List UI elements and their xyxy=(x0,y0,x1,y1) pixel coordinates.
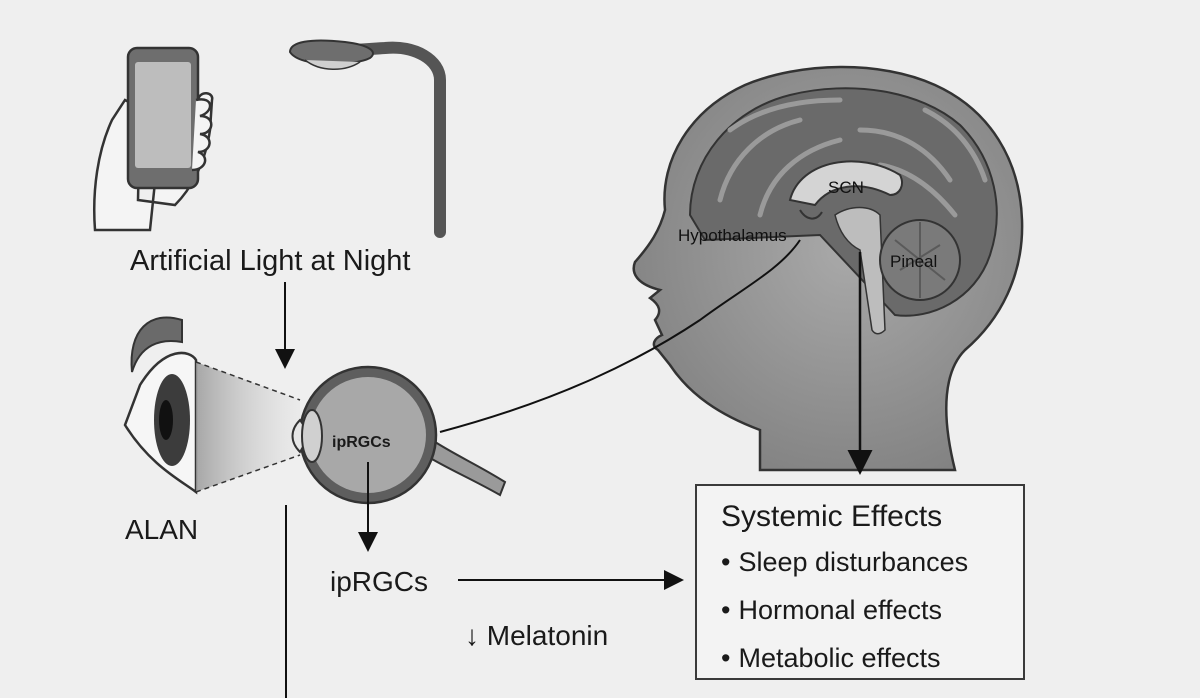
effect-item: Hormonal effects xyxy=(721,594,968,642)
scn-label: SCN xyxy=(828,178,864,197)
head-brain-icon xyxy=(632,65,1024,472)
light-beam xyxy=(196,362,300,492)
eye-icon xyxy=(123,316,198,495)
melatonin-label: ↓ Melatonin xyxy=(465,620,608,652)
melatonin-text: Melatonin xyxy=(486,620,609,651)
light-source-label: Artificial Light at Night xyxy=(130,245,411,277)
effect-item: Sleep disturbances xyxy=(721,546,968,594)
eye-cells-label: ipRGCs xyxy=(332,434,391,451)
beam-edge-top xyxy=(195,361,301,401)
systemic-effects-box: Systemic Effects Sleep disturbances Horm… xyxy=(695,484,1025,680)
streetlight-icon xyxy=(288,39,446,238)
down-arrow-icon: ↓ xyxy=(465,620,479,651)
effects-list: Sleep disturbances Hormonal effects Meta… xyxy=(721,546,968,690)
beam-edge-bottom xyxy=(195,454,301,493)
alan-label: ALAN xyxy=(125,514,199,545)
eyeball-cross-section-icon xyxy=(291,365,507,505)
effects-title: Systemic Effects xyxy=(721,500,943,533)
smartphone-icon xyxy=(93,46,214,232)
hypothalamus-label: Hypothalamus xyxy=(678,226,787,245)
iprgcs-label: ipRGCs xyxy=(330,566,429,597)
retinohypothalamic-tract xyxy=(439,239,801,433)
pineal-label: Pineal xyxy=(890,252,938,271)
effect-item: Metabolic effects xyxy=(721,642,968,690)
